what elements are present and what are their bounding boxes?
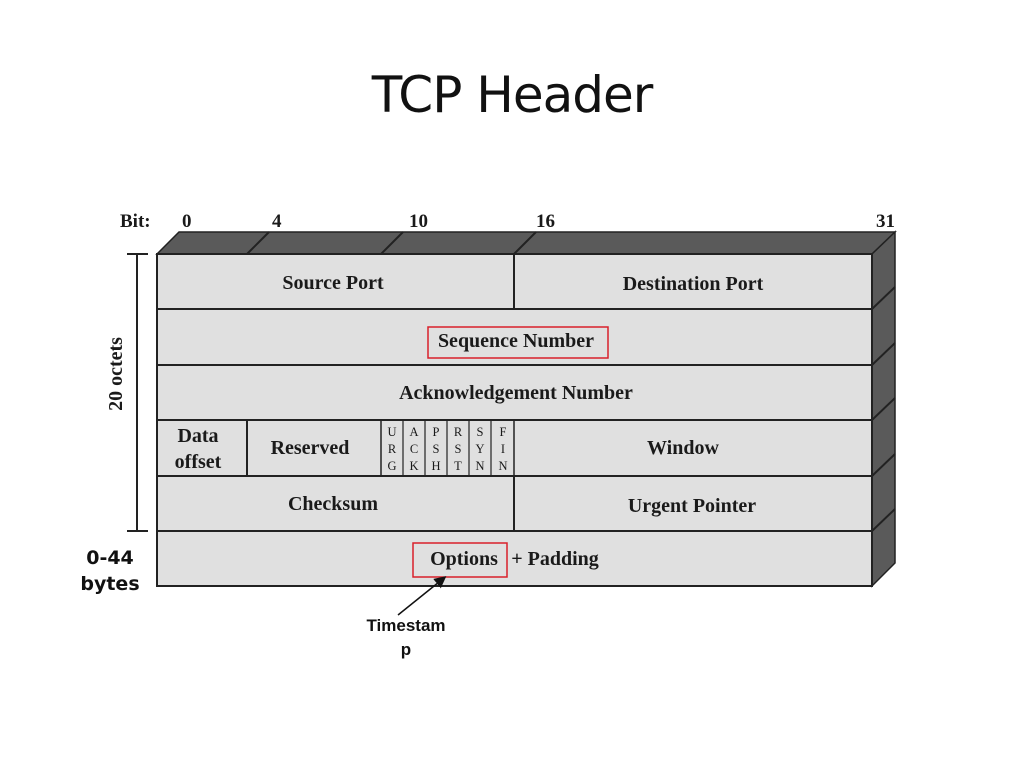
svg-text:U: U [387,425,396,439]
slide-title: TCP Header [371,66,654,124]
flag-syn: S Y N [475,425,484,473]
bit-tick-4: 4 [272,211,282,232]
bit-tick-0: 0 [182,211,192,232]
options-size-line-2: bytes [80,573,140,595]
svg-text:I: I [501,442,505,456]
flag-psh: P S H [431,425,440,473]
field-source-port: Source Port [282,272,384,294]
field-checksum: Checksum [288,493,378,515]
octets-label: 20 octets [105,337,127,411]
field-padding: + Padding [511,548,599,570]
svg-text:N: N [498,459,507,473]
bit-label: Bit: [120,211,151,232]
field-urgent-pointer: Urgent Pointer [628,495,756,517]
sequence-number-highlight [427,326,609,359]
options-size-line-1: 0-44 [86,547,134,569]
options-size-label: 0-44 bytes [76,545,144,597]
svg-text:C: C [410,442,418,456]
bit-tick-31: 31 [876,211,895,232]
svg-text:Y: Y [475,442,484,456]
svg-text:K: K [409,459,418,473]
timestamp-line-2: p [400,640,412,659]
timestamp-annotation: Timestam p [346,614,466,662]
svg-text:S: S [455,442,462,456]
timestamp-arrow [397,576,447,616]
field-destination-port: Destination Port [623,273,764,295]
field-data-offset-line-2: offset [175,451,222,473]
flag-urg: U R G [387,425,396,473]
field-options: Options [430,548,498,570]
field-window: Window [647,437,719,459]
svg-text:F: F [500,425,507,439]
svg-text:A: A [409,425,418,439]
svg-text:G: G [387,459,396,473]
svg-text:R: R [388,442,397,456]
svg-text:N: N [475,459,484,473]
field-sequence-number: Sequence Number [438,330,594,352]
svg-text:T: T [454,459,462,473]
field-data-offset-line-1: Data [177,425,218,447]
svg-text:P: P [433,425,440,439]
field-reserved: Reserved [271,437,350,459]
bit-tick-10: 10 [409,211,428,232]
timestamp-line-1: Timestam [366,616,446,635]
svg-text:S: S [477,425,484,439]
flag-fin: F I N [498,425,507,473]
flag-rst: R S T [454,425,463,473]
bit-tick-16: 16 [536,211,555,232]
flag-ack: A C K [409,425,418,473]
svg-text:R: R [454,425,463,439]
field-acknowledgement-number: Acknowledgement Number [399,382,633,404]
svg-text:S: S [433,442,440,456]
options-highlight [412,542,508,578]
svg-text:H: H [431,459,440,473]
